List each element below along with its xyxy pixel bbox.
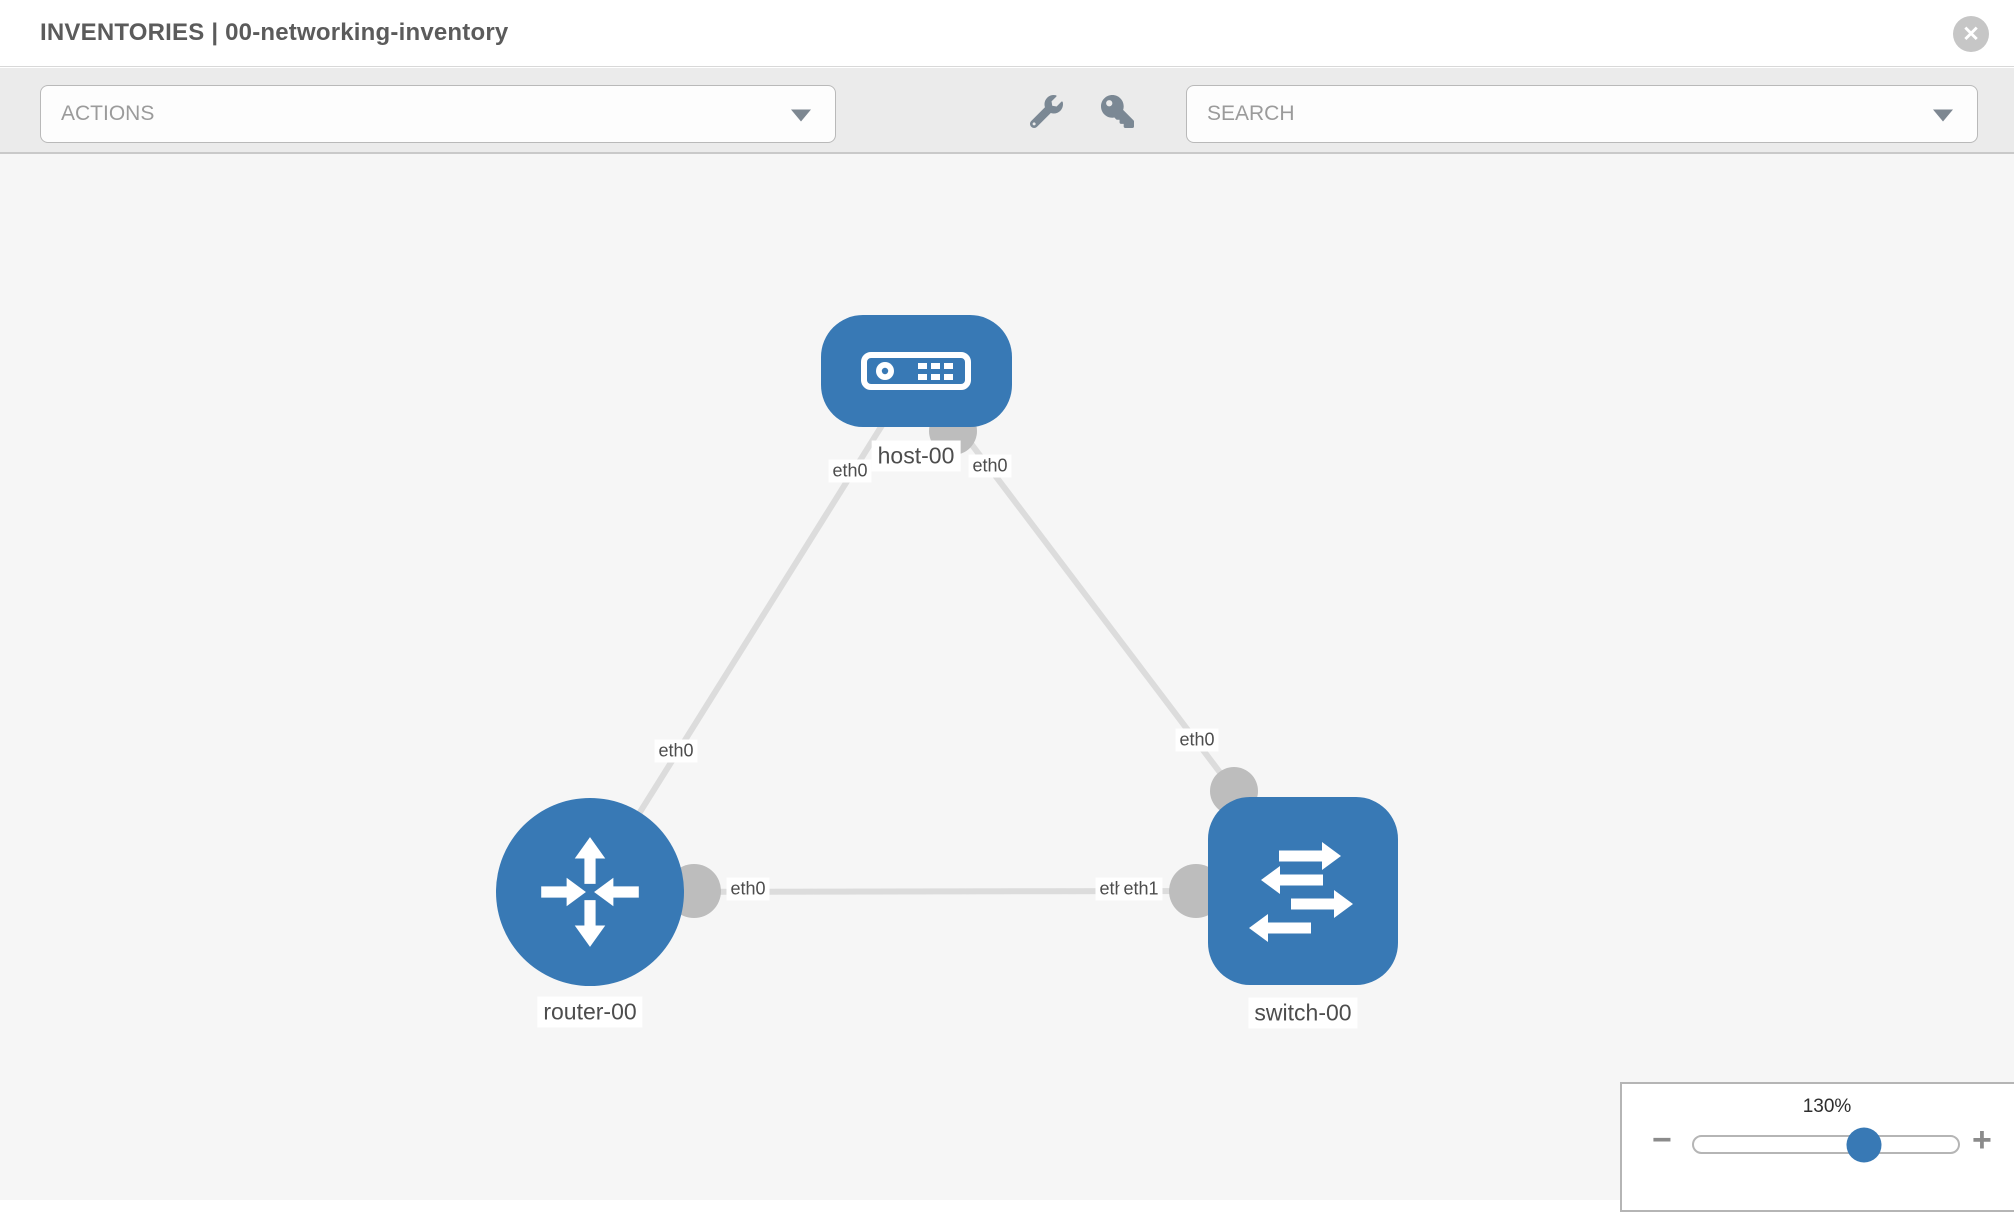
chevron-down-icon bbox=[791, 109, 811, 122]
wrench-icon[interactable] bbox=[1029, 94, 1063, 128]
zoom-level-label: 130% bbox=[1802, 1096, 1852, 1117]
interface-label-eth1: eth1 bbox=[1119, 877, 1163, 901]
link-host-00-router-00 bbox=[587, 369, 919, 894]
interface-label-eth0: eth0 bbox=[1175, 728, 1219, 752]
interface-label-eth0: eth0 bbox=[968, 454, 1012, 478]
page-title: INVENTORIES | 00-networking-inventory bbox=[40, 19, 509, 46]
zoom-out-button[interactable]: − bbox=[1652, 1121, 1672, 1159]
chevron-down-icon bbox=[1933, 109, 1953, 122]
node-label-router-00: router-00 bbox=[537, 996, 643, 1028]
toolbar: ACTIONS SEARCH bbox=[0, 68, 2014, 154]
zoom-in-button[interactable]: + bbox=[1972, 1121, 1992, 1159]
interface-label-eth0: eth0 bbox=[654, 739, 698, 763]
node-router-00[interactable] bbox=[496, 798, 684, 986]
node-label-host-00: host-00 bbox=[871, 440, 961, 472]
zoom-slider[interactable] bbox=[1692, 1127, 1960, 1162]
interface-label-eth0: eth0 bbox=[726, 877, 770, 901]
node-label-switch-00: switch-00 bbox=[1248, 997, 1358, 1029]
toolbar-icons bbox=[1029, 68, 1170, 154]
interface-label-eth0: eth0 bbox=[828, 459, 872, 483]
zoom-slider-knob[interactable] bbox=[1846, 1127, 1882, 1162]
zoom-panel: 130% − + bbox=[1620, 1082, 2014, 1212]
topology-canvas[interactable]: host-00 router-00 switch-00 eth0 eth0 eth0 eth… bbox=[0, 154, 2014, 1200]
links-layer bbox=[587, 369, 1258, 918]
actions-dropdown-label: ACTIONS bbox=[61, 102, 155, 125]
search-placeholder: SEARCH bbox=[1207, 102, 1295, 125]
actions-dropdown[interactable]: ACTIONS bbox=[40, 85, 836, 143]
key-icon[interactable] bbox=[1101, 94, 1134, 128]
close-icon[interactable]: ✕ bbox=[1953, 16, 1989, 52]
search-input[interactable]: SEARCH bbox=[1186, 85, 1978, 143]
page-header: INVENTORIES | 00-networking-inventory ✕ bbox=[0, 0, 2014, 67]
node-switch-00[interactable] bbox=[1208, 797, 1398, 985]
node-host-00[interactable] bbox=[820, 315, 1012, 427]
